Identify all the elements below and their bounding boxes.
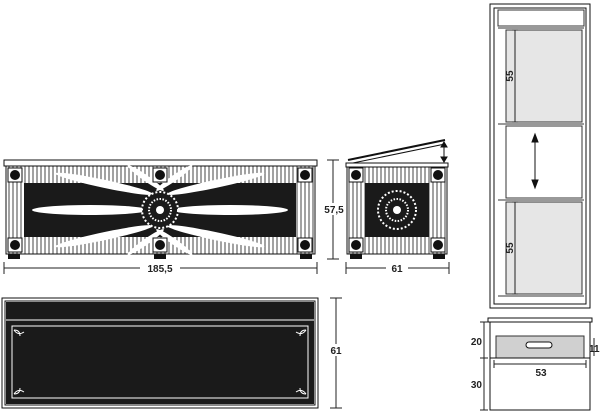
drawer-view bbox=[487, 317, 593, 411]
side-medallion bbox=[377, 190, 417, 230]
lid-arrow bbox=[440, 141, 448, 163]
upper-shelf bbox=[505, 29, 583, 123]
side-width-label: 61 bbox=[391, 264, 403, 275]
section-view bbox=[489, 3, 591, 309]
sunburst-ornament bbox=[32, 165, 288, 255]
drawer-height-label: 20 bbox=[471, 337, 483, 348]
front-view bbox=[3, 159, 318, 259]
middle-compartment bbox=[505, 125, 583, 199]
lower-shelf-label: 55 bbox=[505, 242, 516, 254]
drawer-handle bbox=[525, 341, 553, 349]
side-view bbox=[345, 139, 449, 259]
upper-shelf-label: 55 bbox=[505, 70, 516, 82]
drawer-width-label: 53 bbox=[535, 368, 547, 379]
lower-shelf bbox=[505, 201, 583, 295]
slide-arrow bbox=[531, 132, 539, 190]
drawer-gap-label: 11 bbox=[589, 344, 600, 355]
corner-scrolls bbox=[13, 329, 307, 395]
top-view bbox=[1, 297, 319, 409]
front-height-label: 57,5 bbox=[324, 205, 344, 216]
base-height-label: 30 bbox=[471, 380, 483, 391]
drawer-dimensions bbox=[480, 321, 595, 411]
front-width-label: 185,5 bbox=[147, 264, 172, 275]
front-knobs bbox=[7, 167, 313, 253]
top-depth-label: 61 bbox=[330, 346, 342, 357]
